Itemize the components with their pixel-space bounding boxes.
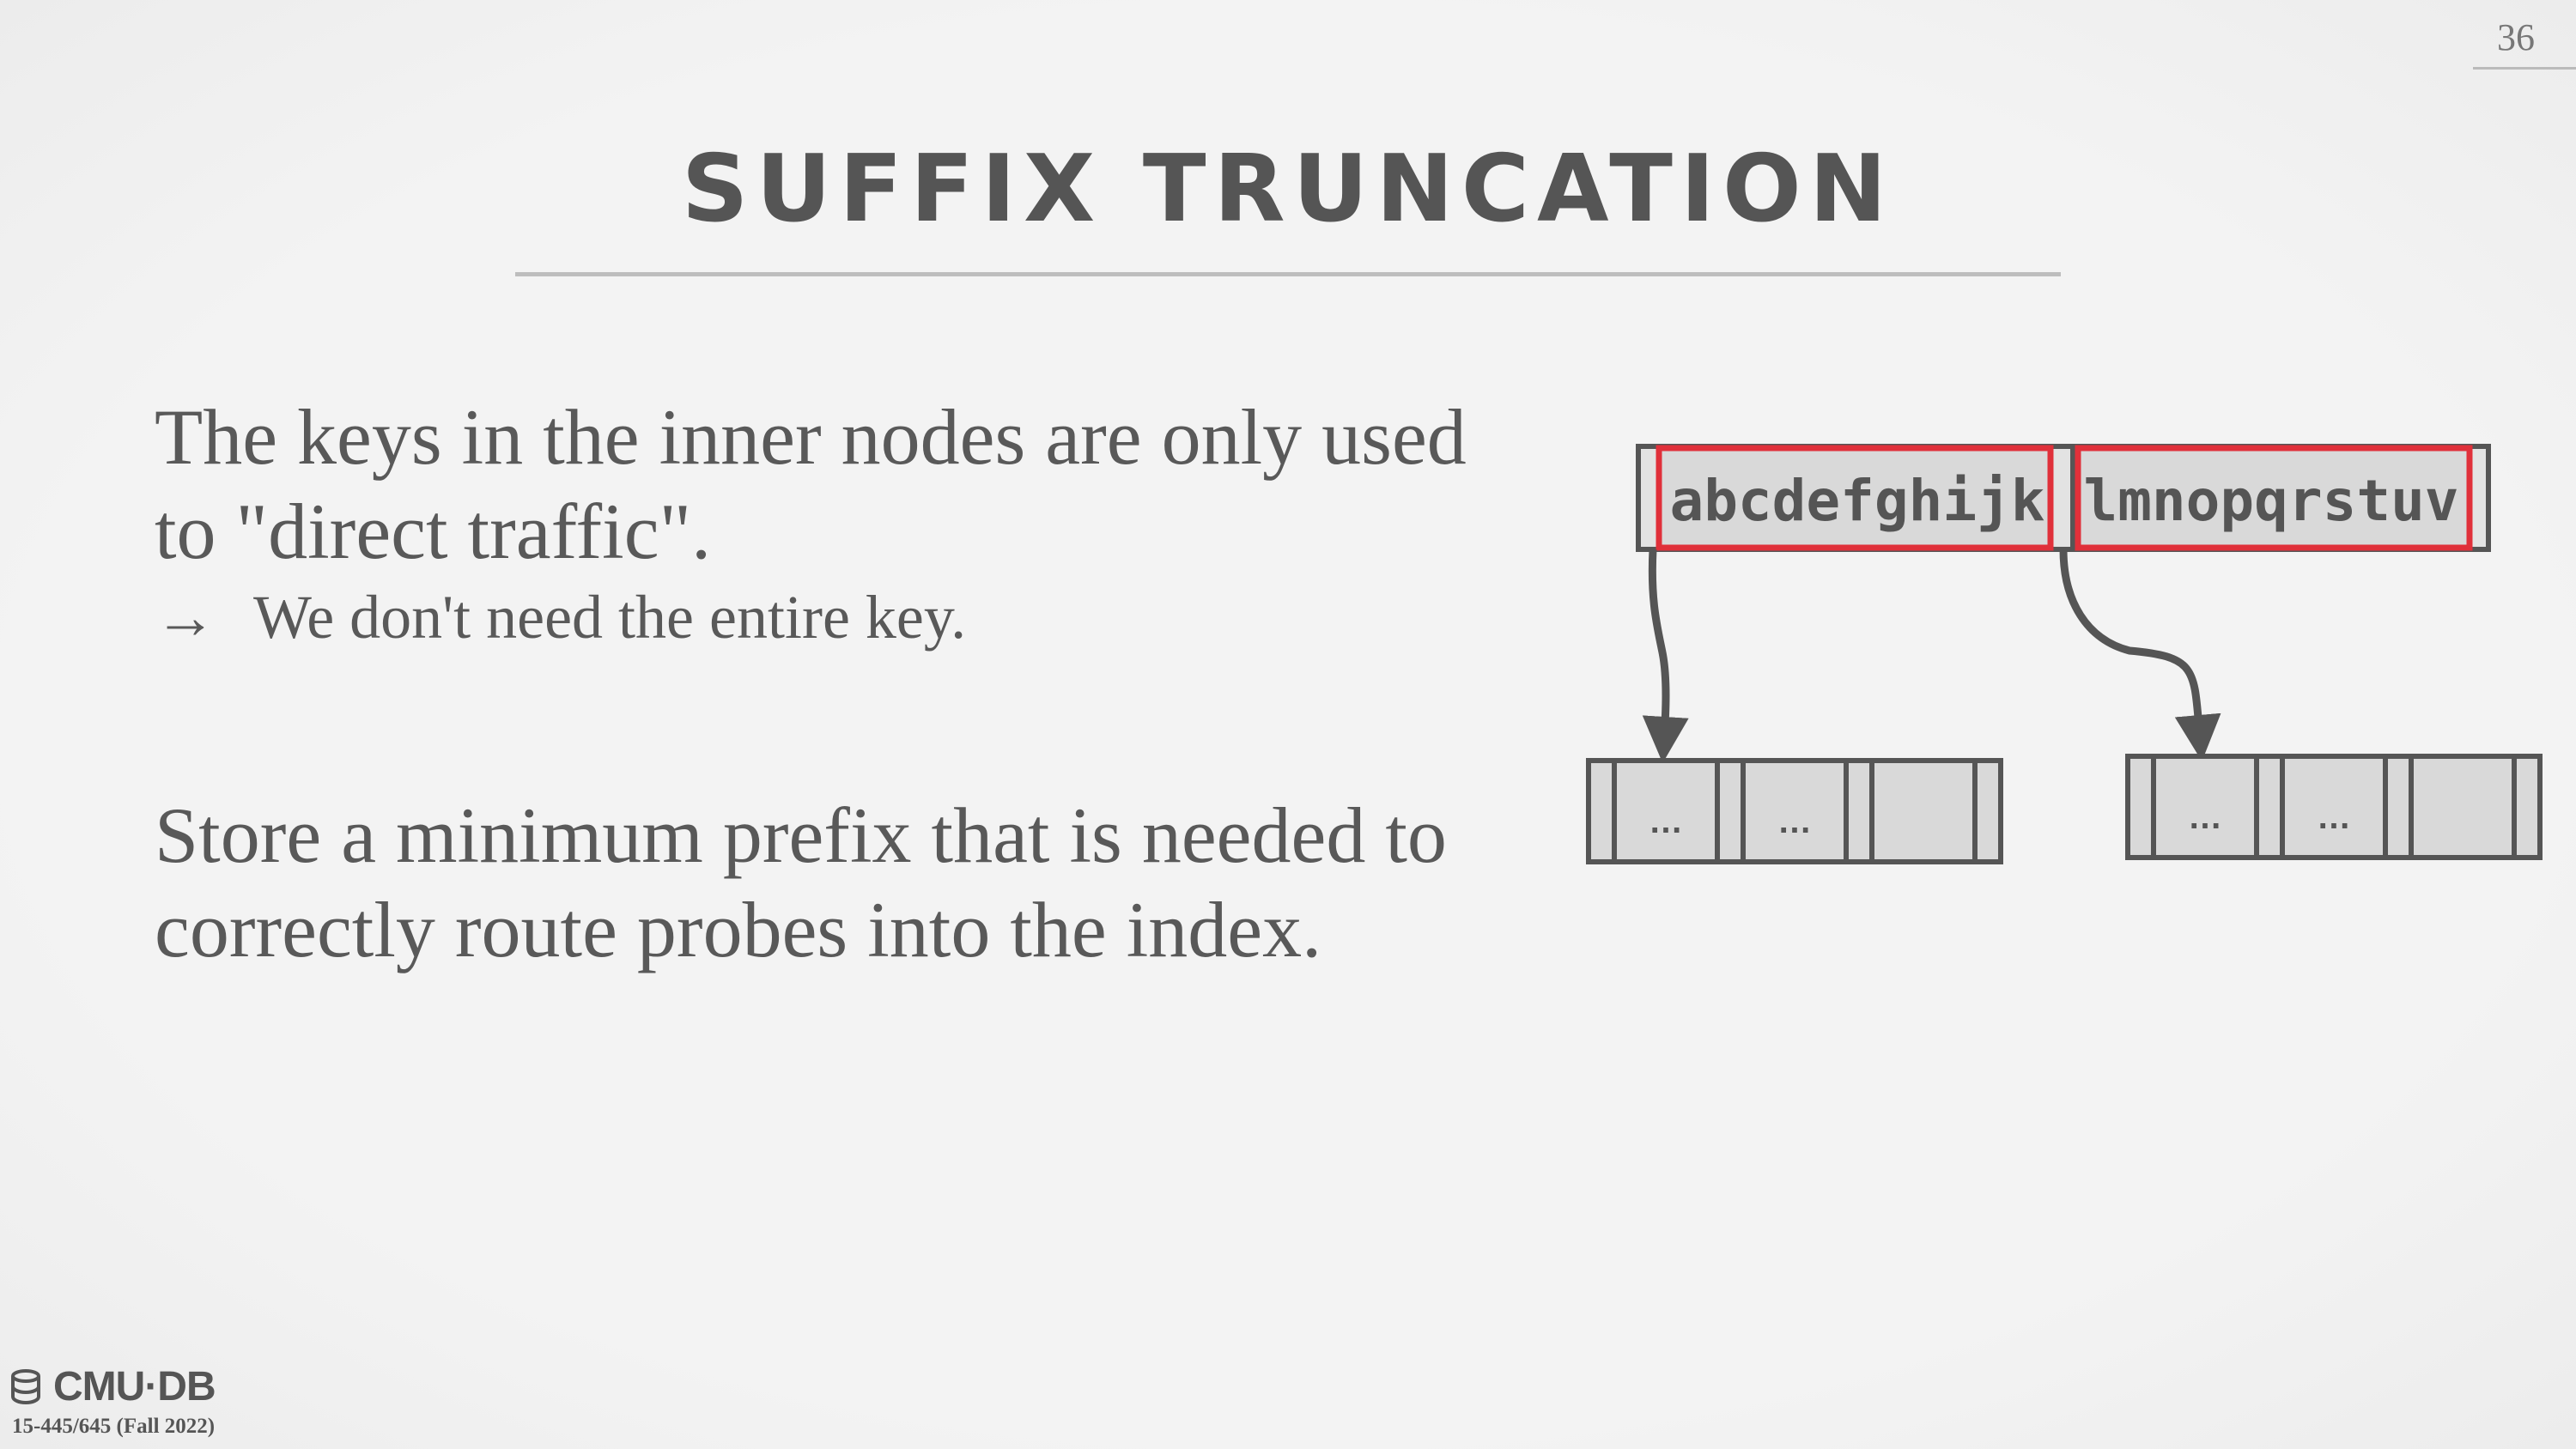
leaf-right-key-1: … xyxy=(2188,798,2222,836)
pointer-arrow-right xyxy=(2059,549,2221,761)
highlight-box-key-2 xyxy=(2075,445,2473,551)
pointer-arrow-left xyxy=(1642,549,1689,763)
root-key-2: lmnopqrstuv xyxy=(2083,468,2458,534)
slide-title: SUFFIX TRUNCATION xyxy=(681,136,1895,243)
sub-bullet-entire-key: → We don't need the entire key. xyxy=(155,579,966,656)
page-number: 36 xyxy=(2497,16,2535,58)
leaf-right-frame xyxy=(2125,754,2543,860)
bullet-minimum-prefix: Store a minimum prefix that is needed to… xyxy=(155,791,1447,973)
page-number-divider xyxy=(2473,67,2576,70)
root-node-left-pointer-slot xyxy=(1636,444,1662,552)
leaf-node-right: … … xyxy=(2125,754,2543,860)
arrow-icon: → xyxy=(155,583,216,652)
bullet-inner-node-keys: The keys in the inner nodes are only use… xyxy=(155,393,1467,575)
leaf-left-frame xyxy=(1586,758,2003,864)
root-node: abcdefghijk lmnopqrstuv xyxy=(1636,444,2491,552)
title-divider xyxy=(515,272,2061,276)
leaf-right-key-2: … xyxy=(2317,798,2351,836)
database-icon xyxy=(11,1368,40,1404)
leaf-node-left: … … xyxy=(1586,758,2003,864)
logo-text: CMU·DB xyxy=(53,1364,216,1410)
cmu-db-logo: CMU·DB xyxy=(10,1363,216,1410)
leaf-left-key-1: … xyxy=(1649,803,1683,840)
course-label: 15-445/645 (Fall 2022) xyxy=(12,1415,216,1438)
root-key-1: abcdefghijk xyxy=(1669,468,2044,534)
leaf-left-key-2: … xyxy=(1777,803,1812,840)
root-node-middle-pointer-slot xyxy=(2048,444,2075,552)
highlight-box-key-1 xyxy=(1656,445,2054,551)
sub-bullet-text: We don't need the entire key. xyxy=(253,583,967,652)
